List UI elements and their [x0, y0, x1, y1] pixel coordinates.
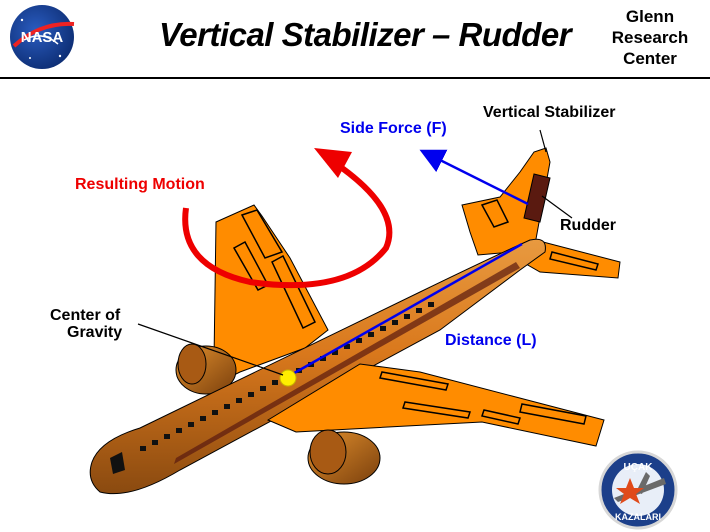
right-engine — [307, 429, 381, 485]
organization-line-1: Glenn — [625, 7, 675, 26]
center-of-gravity-dot — [279, 369, 297, 387]
resulting-motion-label: Resulting Motion — [75, 176, 205, 193]
page-title: Vertical Stabilizer – Rudder — [158, 16, 572, 53]
resulting-motion-arrow — [182, 148, 393, 289]
side-force-label: Side Force (F) — [340, 120, 447, 137]
organization-line-3: Center — [623, 49, 677, 68]
distance-label: Distance (L) — [445, 332, 537, 349]
distance-line — [288, 242, 523, 378]
vertical-stabilizer-leader — [539, 129, 547, 153]
vertical-stabilizer-label: Vertical Stabilizer — [483, 104, 616, 121]
center-of-gravity-leader — [137, 323, 284, 376]
nasa-logo-text: NASA — [21, 29, 64, 46]
organization-line-2: Research — [611, 28, 689, 47]
left-engine — [175, 343, 237, 395]
badge-top-text: UÇAK — [624, 462, 654, 473]
fuselage — [89, 238, 546, 495]
center-of-gravity-label-line1: Center of — [50, 307, 121, 324]
nasa-logo: NASA — [10, 5, 75, 69]
rudder-leader — [541, 195, 573, 219]
center-of-gravity-label-line2: Gravity — [67, 324, 123, 341]
rudder-label: Rudder — [560, 217, 616, 234]
badge-bottom-text: KAZALARI — [615, 512, 661, 522]
right-wing — [266, 363, 605, 447]
header-divider — [0, 77, 710, 79]
organization-name: Glenn Research Center — [600, 6, 700, 69]
ucak-kazalari-badge: UÇAK KAZALARI — [598, 450, 678, 530]
side-force-arrow — [419, 149, 529, 206]
